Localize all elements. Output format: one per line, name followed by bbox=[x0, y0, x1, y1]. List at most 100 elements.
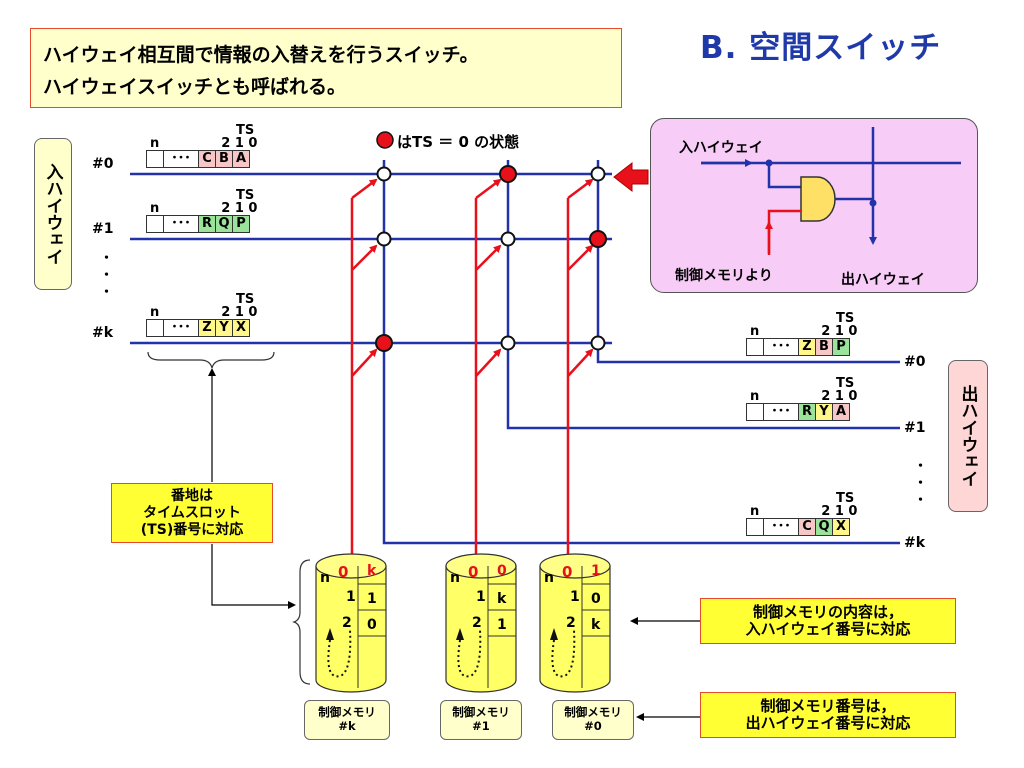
control-lines bbox=[350, 178, 594, 558]
ts-cell-1: B bbox=[215, 150, 233, 168]
ts-cell-n bbox=[746, 338, 764, 356]
ts-numbers: 2 1 0 bbox=[821, 324, 858, 339]
input-highway-0-id: #0 bbox=[92, 156, 114, 172]
number-note: 制御メモリ番号は， 出ハイウェイ番号に対応 bbox=[700, 692, 956, 738]
ts-cell-0: X bbox=[232, 319, 250, 337]
ts-cell-2: C bbox=[198, 150, 216, 168]
input-highway-label: 入ハイウェイ bbox=[34, 138, 72, 290]
ts-cell-n bbox=[746, 403, 764, 421]
ts-cell-n bbox=[146, 215, 164, 233]
memory-0-label: 制御メモリ #0 bbox=[552, 700, 634, 740]
ts-cell-2: Z bbox=[798, 338, 816, 356]
ts-label: TS bbox=[836, 376, 855, 391]
ts-cell-dots: ･･･ bbox=[763, 338, 799, 356]
memory-0-label-line-2: #0 bbox=[584, 719, 602, 733]
description-line-1: ハイウェイ相互間で情報の入替えを行うスイッチ。 bbox=[43, 44, 479, 66]
ts-numbers: 2 1 0 bbox=[821, 389, 858, 404]
n-label: n bbox=[750, 504, 760, 519]
memory-1-addr-0: 0 bbox=[468, 563, 479, 581]
content-note: 制御メモリの内容は， 入ハイウェイ番号に対応 bbox=[700, 598, 956, 644]
memory-brace bbox=[292, 559, 311, 685]
n-label: n bbox=[750, 324, 760, 339]
callout-box: 入ハイウェイ 制御メモリより 出ハイウェイ bbox=[650, 118, 978, 293]
ts-cell-0: A bbox=[832, 403, 850, 421]
memory-1-addr-1: 1 bbox=[476, 589, 486, 605]
memory-cylinder-k bbox=[315, 553, 387, 693]
ts-label: TS bbox=[836, 311, 855, 326]
crosspoint-k-k bbox=[375, 334, 393, 352]
callout-arrow bbox=[613, 161, 649, 193]
memory-0-value-2: k bbox=[591, 617, 601, 633]
content-note-line-2: 入ハイウェイ番号に対応 bbox=[745, 620, 911, 638]
ts-cell-n bbox=[146, 150, 164, 168]
output-highway-0-line bbox=[596, 160, 900, 364]
ts-cell-1: Y bbox=[815, 403, 833, 421]
crosspoint-0-1 bbox=[499, 165, 517, 183]
callout-input-label: 入ハイウェイ bbox=[679, 140, 763, 156]
ts-cell-0: X bbox=[832, 518, 850, 536]
number-note-line-1: 制御メモリ番号は， bbox=[760, 697, 896, 715]
address-note-line-3: (TS)番号に対応 bbox=[140, 521, 244, 538]
ts-cell-n bbox=[146, 319, 164, 337]
crosspoint-0-k bbox=[376, 166, 392, 182]
input-highway-1-id: #1 bbox=[92, 221, 114, 237]
output-highway-1-line bbox=[506, 160, 900, 430]
crosspoint-k-1 bbox=[500, 335, 516, 351]
memory-0-addr-n: n bbox=[544, 570, 554, 586]
memory-1-addr-2: 2 bbox=[472, 615, 482, 631]
memory-k-addr-n: n bbox=[320, 570, 330, 586]
memory-1-value-1: k bbox=[497, 591, 507, 607]
n-label: n bbox=[150, 305, 160, 320]
ts-cell-dots: ･･･ bbox=[163, 150, 199, 168]
output-highway-label: 出ハイウェイ bbox=[948, 360, 988, 512]
ts-cell-1: Q bbox=[815, 518, 833, 536]
output-highway-k-id: #k bbox=[904, 535, 926, 551]
ts-cell-1: Q bbox=[215, 215, 233, 233]
description-box: ハイウェイ相互間で情報の入替えを行うスイッチ。 ハイウェイスイッチとも呼ばれる。 bbox=[30, 28, 622, 108]
legend-text: はTS ＝ 0 の状態 bbox=[397, 133, 520, 151]
ts-label: TS bbox=[236, 292, 255, 307]
memory-0-addr-1: 1 bbox=[570, 589, 580, 605]
ts-cell-0: P bbox=[232, 215, 250, 233]
ts-cell-1: B bbox=[815, 338, 833, 356]
ts-cell-dots: ･･･ bbox=[163, 319, 199, 337]
memory-k-value-1: 1 bbox=[367, 591, 377, 607]
ts-label: TS bbox=[836, 491, 855, 506]
crosspoint-0-0 bbox=[590, 166, 606, 182]
memory-k-addr-0: 0 bbox=[338, 563, 349, 581]
crosspoint-1-k bbox=[376, 231, 392, 247]
output-highway-0-id: #0 bbox=[904, 354, 926, 370]
output-highway-1-id: #1 bbox=[904, 420, 926, 436]
output-vertical-dots: ・ ・ ・ bbox=[914, 459, 928, 508]
page-title: B. 空間スイッチ bbox=[700, 30, 942, 66]
memory-1-label: 制御メモリ #1 bbox=[440, 700, 522, 740]
crosspoint-1-0 bbox=[589, 230, 607, 248]
memory-0-value-1: 0 bbox=[591, 591, 601, 607]
memory-0-addr-2: 2 bbox=[566, 615, 576, 631]
ts-label: TS bbox=[236, 123, 255, 138]
memory-1-label-line-2: #1 bbox=[472, 719, 490, 733]
memory-cylinder-0 bbox=[539, 553, 611, 693]
ts-cell-0: P bbox=[832, 338, 850, 356]
description-line-2: ハイウェイスイッチとも呼ばれる。 bbox=[43, 76, 347, 98]
callout-output-label: 出ハイウェイ bbox=[841, 272, 925, 288]
callout-circuit bbox=[701, 127, 961, 255]
input-highway-k-id: #k bbox=[92, 325, 114, 341]
memory-k-addr-1: 1 bbox=[346, 589, 356, 605]
memory-cylinder-1 bbox=[445, 553, 517, 693]
ts-cell-1: Y bbox=[215, 319, 233, 337]
memory-1-value-2: 1 bbox=[497, 617, 507, 633]
crosspoint-1-1 bbox=[500, 231, 516, 247]
memory-k-label-line-1: 制御メモリ bbox=[318, 705, 376, 719]
ts-cell-2: C bbox=[798, 518, 816, 536]
memory-1-value-0: 0 bbox=[497, 563, 507, 579]
callout-control-label: 制御メモリより bbox=[675, 268, 773, 284]
legend-dot bbox=[376, 131, 394, 149]
memory-0-label-line-1: 制御メモリ bbox=[564, 705, 622, 719]
ts-numbers: 2 1 0 bbox=[221, 305, 258, 320]
n-label: n bbox=[150, 201, 160, 216]
